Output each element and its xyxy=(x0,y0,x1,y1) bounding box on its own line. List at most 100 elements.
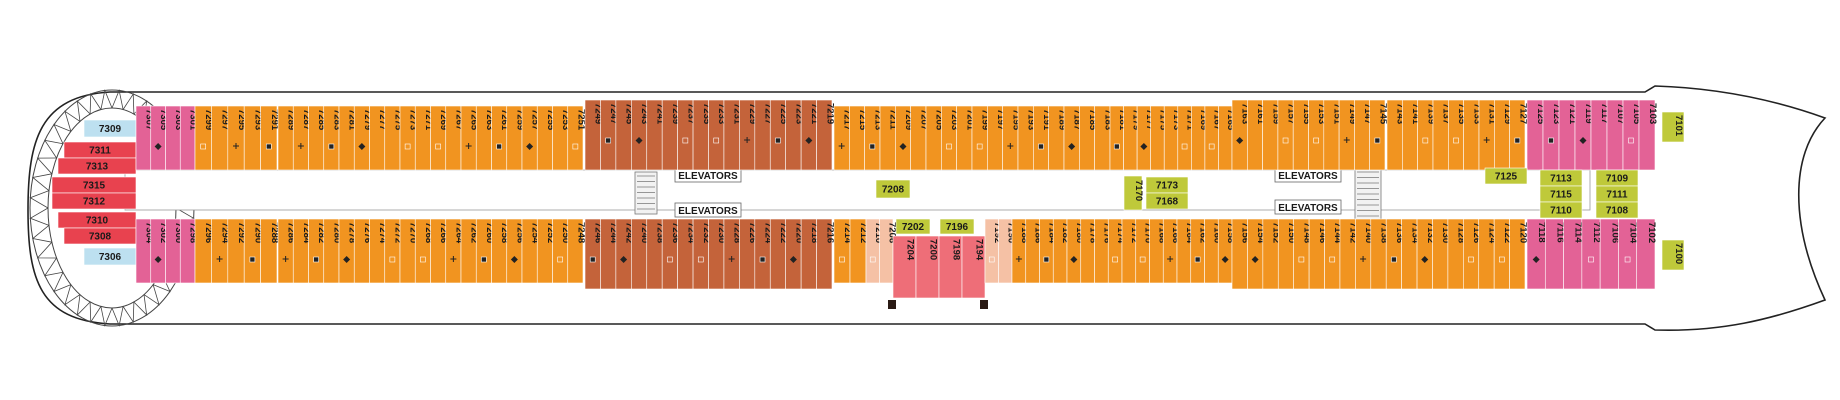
cabin-7115[interactable]: 7115 xyxy=(1539,185,1583,203)
cabin-7255[interactable]: 7255 xyxy=(536,105,556,171)
cabin-7104[interactable]: 7104 xyxy=(1618,218,1639,290)
cabin-7213[interactable]: 7213 xyxy=(864,105,884,171)
cabin-7200[interactable]: 7200 xyxy=(915,235,940,299)
cabin-7245[interactable]: 7245 xyxy=(615,99,635,171)
cabin-7195[interactable]: 7195 xyxy=(1002,105,1022,171)
cabin-7127[interactable]: 7127 xyxy=(1509,99,1529,171)
cabin-7176[interactable]: 7176 xyxy=(1094,218,1113,284)
cabin-7296[interactable]: 7296 xyxy=(194,218,214,284)
cabin-7170[interactable]: 7170 xyxy=(1135,218,1154,284)
cabin-7180[interactable]: 7180 xyxy=(1066,218,1085,284)
cabin-7306[interactable]: 7306 xyxy=(83,247,137,266)
cabin-7212[interactable]: 7212 xyxy=(849,218,869,284)
cabin-7125[interactable]: 7125 xyxy=(1484,167,1528,185)
cabin-7305[interactable]: 7305 xyxy=(150,105,169,171)
cabin-7310[interactable]: 7310 xyxy=(57,211,137,229)
cabin-7137[interactable]: 7137 xyxy=(1432,99,1452,171)
cabin-7128[interactable]: 7128 xyxy=(1447,218,1467,290)
cabin-7267[interactable]: 7267 xyxy=(445,105,465,171)
cabin-7221[interactable]: 7221 xyxy=(800,99,820,171)
cabin-7232[interactable]: 7232 xyxy=(692,218,712,290)
cabin-7309[interactable]: 7309 xyxy=(83,119,137,138)
cabin-7173[interactable]: 7173 xyxy=(1145,176,1189,194)
cabin-7202[interactable]: 7202 xyxy=(895,218,931,235)
cabin-7243[interactable]: 7243 xyxy=(631,99,650,171)
cabin-7278[interactable]: 7278 xyxy=(338,218,358,284)
cabin-7248[interactable]: 7248 xyxy=(567,218,587,284)
cabin-7111[interactable]: 7111 xyxy=(1595,185,1639,203)
cabin-7112[interactable]: 7112 xyxy=(1581,218,1602,290)
cabin-7157[interactable]: 7157 xyxy=(1277,99,1297,171)
cabin-7312[interactable]: 7312 xyxy=(51,192,137,210)
cabin-7216[interactable]: 7216 xyxy=(816,218,836,290)
cabin-7116[interactable]: 7116 xyxy=(1544,218,1565,290)
cabin-7163[interactable]: 7163 xyxy=(1231,99,1251,171)
cabin-7250[interactable]: 7250 xyxy=(552,218,572,284)
cabin-7225[interactable]: 7225 xyxy=(769,99,789,171)
cabin-7315[interactable]: 7315 xyxy=(51,176,137,194)
cabin-7215[interactable]: 7215 xyxy=(849,105,868,171)
cabin-7274[interactable]: 7274 xyxy=(369,218,389,284)
cabin-7295[interactable]: 7295 xyxy=(227,105,247,171)
cabin-7287[interactable]: 7287 xyxy=(292,105,312,171)
cabin-7194[interactable]: 7194 xyxy=(961,235,986,299)
cabin-7279[interactable]: 7279 xyxy=(353,105,373,171)
cabin-7120[interactable]: 7120 xyxy=(1509,218,1529,290)
cabin-7103[interactable]: 7103 xyxy=(1638,99,1658,171)
cabin-7288[interactable]: 7288 xyxy=(260,218,280,284)
cabin-7308[interactable]: 7308 xyxy=(63,227,137,245)
cabin-7168[interactable]: 7168 xyxy=(1145,192,1189,210)
cabin-7185[interactable]: 7185 xyxy=(1079,105,1098,171)
cabin-7311[interactable]: 7311 xyxy=(63,141,137,159)
cabin-7172[interactable]: 7172 xyxy=(1121,218,1140,284)
cabin-7110[interactable]: 7110 xyxy=(1539,201,1583,219)
cabin-7164[interactable]: 7164 xyxy=(1176,218,1195,284)
cabin-7170-interior[interactable]: 7170 xyxy=(1123,175,1144,211)
cabin-7109[interactable]: 7109 xyxy=(1595,169,1639,187)
cabin-7132[interactable]: 7132 xyxy=(1416,218,1436,290)
cabin-7114[interactable]: 7114 xyxy=(1563,218,1584,290)
cabin-7113[interactable]: 7113 xyxy=(1539,169,1583,187)
cabin-7204[interactable]: 7204 xyxy=(892,235,917,299)
cabin-7101[interactable]: 7101 xyxy=(1661,111,1685,143)
cabin-7299[interactable]: 7299 xyxy=(194,105,214,171)
cabin-7208[interactable]: 7208 xyxy=(875,179,911,199)
cabin-7154[interactable]: 7154 xyxy=(1247,218,1266,290)
cabin-7184[interactable]: 7184 xyxy=(1039,218,1058,284)
cabin-7219[interactable]: 7219 xyxy=(816,99,836,171)
cabin-7239[interactable]: 7239 xyxy=(661,99,681,171)
cabin-7145[interactable]: 7145 xyxy=(1369,99,1389,171)
cabin-7106[interactable]: 7106 xyxy=(1599,218,1620,290)
cabin-7187[interactable]: 7187 xyxy=(1063,105,1083,171)
cabin-7284[interactable]: 7284 xyxy=(292,218,312,284)
cabin-7229[interactable]: 7229 xyxy=(739,99,758,171)
cabin-7198[interactable]: 7198 xyxy=(938,235,963,299)
cabin-7230[interactable]: 7230 xyxy=(708,218,728,290)
cabin-7257[interactable]: 7257 xyxy=(521,105,541,171)
cabin-7197[interactable]: 7197 xyxy=(987,105,1006,171)
cabin-7286[interactable]: 7286 xyxy=(277,218,297,284)
cabin-7177[interactable]: 7177 xyxy=(1136,105,1155,171)
cabin-7251[interactable]: 7251 xyxy=(567,105,587,171)
cabin-7102[interactable]: 7102 xyxy=(1636,218,1657,290)
cabin-7291[interactable]: 7291 xyxy=(260,105,280,171)
cabin-7196[interactable]: 7196 xyxy=(939,218,975,235)
cabin-7234[interactable]: 7234 xyxy=(677,218,697,290)
cabin-7236[interactable]: 7236 xyxy=(661,218,681,290)
cabin-7108[interactable]: 7108 xyxy=(1595,201,1639,219)
cabin-7293[interactable]: 7293 xyxy=(243,105,263,171)
cabin-7144[interactable]: 7144 xyxy=(1324,218,1344,290)
cabin-7199[interactable]: 7199 xyxy=(971,105,991,171)
cabin-7151[interactable]: 7151 xyxy=(1323,99,1343,171)
cabin-7313[interactable]: 7313 xyxy=(57,157,137,175)
cabin-7100[interactable]: 7100 xyxy=(1661,239,1685,271)
cabin-7256[interactable]: 7256 xyxy=(506,218,526,284)
cabin-7271[interactable]: 7271 xyxy=(414,105,434,171)
cabin-7160[interactable]: 7160 xyxy=(1204,218,1223,284)
cabin-7118[interactable]: 7118 xyxy=(1526,218,1547,290)
cabin-7205[interactable]: 7205 xyxy=(925,105,945,171)
cabin-7167[interactable]: 7167 xyxy=(1204,105,1223,171)
cabin-7158[interactable]: 7158 xyxy=(1217,218,1236,284)
cabin-7258[interactable]: 7258 xyxy=(491,218,511,284)
cabin-7186[interactable]: 7186 xyxy=(1025,218,1044,284)
